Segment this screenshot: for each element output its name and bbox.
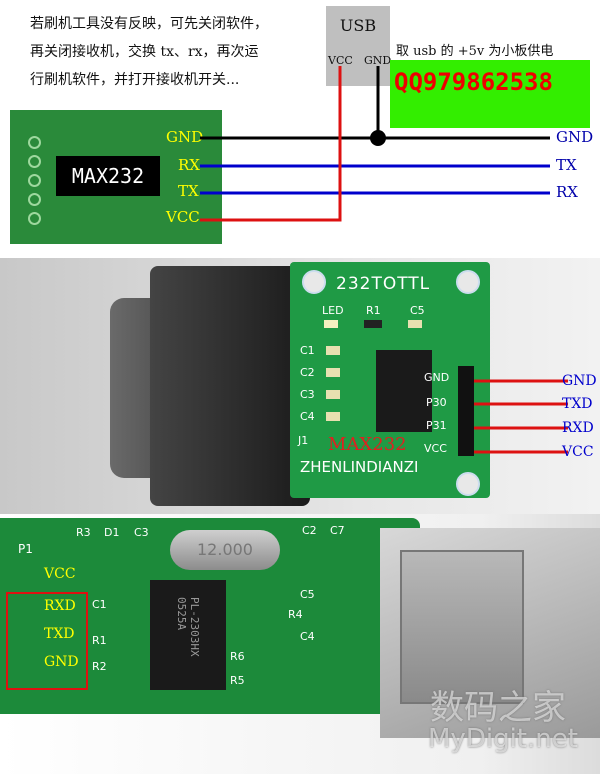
- pin-header: [458, 366, 474, 456]
- capacitor-c1: [326, 346, 340, 355]
- board-pin-gnd: GND: [166, 128, 204, 146]
- wire-label-rxd: RXD: [562, 420, 594, 436]
- right-label-rx: RX: [556, 183, 578, 201]
- capacitor-c3: [326, 390, 340, 399]
- silk-c5: C5: [300, 588, 315, 601]
- qq-number: QQ979862538: [394, 68, 553, 96]
- 232tottl-board-photo: 232TOTTL LED R1 C5 C1 C2 C3 C4 J1 MAX232…: [0, 258, 600, 514]
- vcc-wire: [200, 66, 342, 222]
- pin-vcc-label: VCC: [44, 566, 76, 582]
- silk-d1: D1: [104, 526, 120, 539]
- usb-label: USB: [339, 16, 377, 35]
- watermark-en: MyDigit.net: [428, 724, 578, 754]
- note-line-2: 再关闭接收机，交换 tx、rx，再次运: [30, 44, 259, 60]
- pin-rxd-label: RXD: [44, 598, 76, 614]
- silk-c3: C3: [134, 526, 149, 539]
- pin-header-highlight: [6, 592, 88, 690]
- silk-r3: R3: [76, 526, 91, 539]
- wiring-diagram: 若刷机工具没有反映，可先关闭软件， 再关闭接收机，交换 tx、rx，再次运 行刷…: [0, 0, 600, 258]
- silk-r1: R1: [92, 634, 107, 647]
- j1-label: J1: [298, 434, 309, 447]
- note-line-3: 行刷机软件，并打开接收机开关...: [30, 72, 240, 88]
- board-pin-vcc-label: VCC: [424, 442, 447, 455]
- board-pin-gnd-label: GND: [424, 371, 450, 384]
- capacitor-c5: [408, 320, 422, 328]
- board-pin-p30-label: P30: [426, 396, 447, 409]
- mount-hole: [302, 270, 326, 294]
- board-pin-rx: RX: [178, 156, 200, 174]
- note-text: 若刷机工具没有反映，可先关闭软件， 再关闭接收机，交换 tx、rx，再次运 行刷…: [30, 10, 268, 94]
- r1-label: R1: [366, 304, 381, 317]
- power-note: 取 usb 的 +5v 为小板供电: [396, 44, 554, 59]
- max232-board: MAX232 GND RX TX VCC: [10, 110, 222, 244]
- silk-p1: P1: [18, 542, 33, 556]
- silk-c1: C1: [92, 598, 107, 611]
- silk-r2: R2: [92, 660, 107, 673]
- chip-red-label: MAX232: [328, 434, 407, 455]
- pl2303-chip-text: PL-2303HX 0525A: [175, 597, 201, 657]
- max232-ic: [376, 350, 432, 432]
- silk-r5: R5: [230, 674, 245, 687]
- crystal: 12.000: [170, 530, 280, 570]
- cap-c1-label: C1: [300, 344, 315, 357]
- db9-shell: [150, 266, 310, 506]
- cap-c4-label: C4: [300, 410, 315, 423]
- pin-gnd-label: GND: [44, 654, 79, 670]
- max232-chip: MAX232: [56, 156, 160, 196]
- note-line-1: 若刷机工具没有反映，可先关闭软件，: [30, 16, 268, 32]
- board-pin-p31-label: P31: [426, 419, 447, 432]
- board-pin-vcc: VCC: [166, 208, 200, 226]
- usb-vcc-label: VCC: [328, 54, 353, 67]
- capacitor-c4: [326, 412, 340, 421]
- wire-label-vcc: VCC: [562, 444, 594, 460]
- cap-c3-label: C3: [300, 388, 315, 401]
- pin-wires: [474, 379, 568, 454]
- wire-label-gnd: GND: [562, 373, 597, 389]
- pl2303-chip: [150, 580, 226, 690]
- junction-dot: [370, 130, 386, 146]
- led: [324, 320, 338, 328]
- right-label-tx: TX: [556, 156, 577, 174]
- mount-hole: [456, 270, 480, 294]
- usb-gnd-label: GND: [364, 54, 392, 67]
- wires: [200, 66, 550, 222]
- usb-b-port: [400, 550, 524, 704]
- usb-connector: USB VCC GND: [326, 6, 392, 86]
- silk-r6: R6: [230, 650, 245, 663]
- board-pin-tx: TX: [178, 182, 199, 200]
- silk-r4: R4: [288, 608, 303, 621]
- cap-c2-label: C2: [300, 366, 315, 379]
- c5-label: C5: [410, 304, 425, 317]
- right-label-gnd: GND: [556, 128, 594, 146]
- resistor-r1: [364, 320, 382, 328]
- silk-c2: C2: [302, 524, 317, 537]
- chip-label: MAX232: [71, 164, 145, 188]
- led-label: LED: [322, 304, 344, 317]
- silk-c7: C7: [330, 524, 345, 537]
- silk-c4: C4: [300, 630, 315, 643]
- db9-pin-column: [28, 136, 41, 225]
- brand-label: ZHENLINDIANZI: [300, 458, 419, 476]
- qq-box: QQ979862538: [390, 60, 590, 128]
- wire-label-txd: TXD: [562, 396, 593, 412]
- pl2303-board-photo: 12.000 PL-2303HX 0525A P1 R3 D1 C3 C1 R1…: [0, 514, 600, 774]
- pin-txd-label: TXD: [44, 626, 75, 642]
- board-title: 232TOTTL: [336, 274, 431, 294]
- crystal-label: 12.000: [197, 540, 253, 559]
- mount-hole: [456, 472, 480, 496]
- chip-line-2: 0525A: [175, 597, 188, 631]
- capacitor-c2: [326, 368, 340, 377]
- chip-line-1: PL-2303HX: [188, 597, 201, 657]
- watermark-cn: 数码之家: [430, 688, 566, 728]
